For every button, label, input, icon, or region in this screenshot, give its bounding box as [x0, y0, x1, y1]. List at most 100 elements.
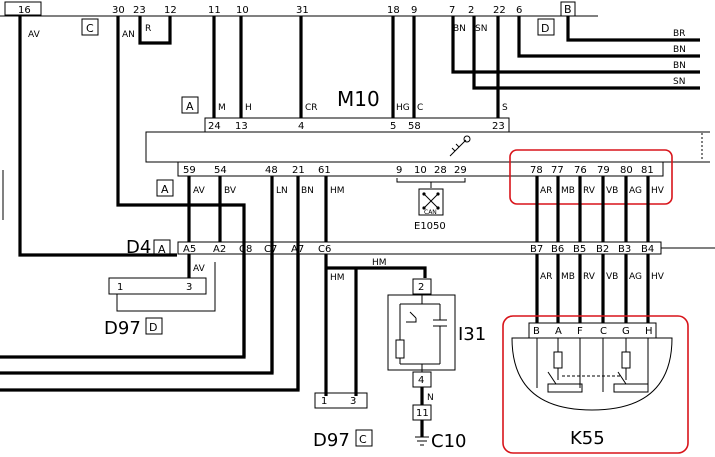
- d4-pin: B2: [596, 244, 609, 255]
- lower-pin: 79: [597, 165, 610, 176]
- wire-label: AG: [629, 186, 642, 196]
- k55-pin: B: [533, 326, 540, 337]
- k55-connector: [528, 322, 657, 339]
- m10-upper-connector: [204, 117, 510, 133]
- top-pin: 18: [387, 5, 400, 16]
- top-pin: 11: [208, 5, 221, 16]
- component-name-c10: C10: [431, 431, 466, 452]
- box-label: C: [359, 433, 367, 446]
- lower-pin: 80: [620, 165, 633, 176]
- i31-body: [387, 294, 456, 371]
- wire-label: LN: [276, 186, 288, 196]
- lower-pin: 59: [183, 165, 196, 176]
- module-name-m10: M10: [337, 87, 380, 111]
- wire-c8-left: [0, 260, 246, 359]
- m10-pin: 4: [298, 121, 304, 132]
- top-pin: 31: [296, 5, 309, 16]
- d4-pin: A7: [291, 244, 304, 255]
- d4-pin: A5: [183, 244, 196, 255]
- wire-label: AN: [122, 30, 135, 40]
- lower-pin: 28: [434, 165, 447, 176]
- wire-label: AV: [193, 186, 206, 196]
- box-label: A: [158, 243, 166, 256]
- wire-av-16: [18, 16, 177, 257]
- lower-pin: 61: [318, 165, 331, 176]
- wire-label: HM: [330, 186, 345, 196]
- connector-name-d4: D4: [126, 237, 151, 258]
- d4-pin: A2: [213, 244, 226, 255]
- can-label: CAN: [424, 209, 437, 216]
- box-label-frame: [81, 18, 99, 36]
- wire-label: SN: [475, 24, 487, 34]
- top-pin: 9: [411, 5, 417, 16]
- wire-label: AR: [540, 186, 552, 196]
- wire-label: BN: [453, 24, 466, 34]
- m10-pin: 58: [408, 121, 421, 132]
- output-label: BR: [673, 29, 685, 39]
- wire-label: HV: [651, 186, 665, 196]
- box-label-frame: [537, 18, 555, 36]
- d97-pin: 1: [117, 282, 123, 293]
- d97-upper-connector: [108, 277, 207, 295]
- d97-pin: 3: [350, 396, 356, 407]
- highlight-pins-78-81: [509, 149, 673, 205]
- lower-pin: 77: [551, 165, 564, 176]
- box-label: B: [564, 3, 572, 16]
- output-label: SN: [673, 77, 685, 87]
- output-label: BN: [673, 45, 686, 55]
- top-pin: 23: [133, 5, 146, 16]
- connector-name-d97: D97: [104, 318, 141, 339]
- top-pin: 12: [164, 5, 177, 16]
- box-label: D: [149, 321, 157, 334]
- k55-pin: G: [622, 326, 630, 337]
- can-bracket: [396, 178, 466, 183]
- box-label-frame: [156, 179, 174, 197]
- box-label: C: [86, 22, 94, 35]
- lower-pin: 9: [396, 165, 402, 176]
- m10-body: [145, 131, 710, 163]
- wire-label: BV: [224, 186, 237, 196]
- box-label: A: [186, 100, 194, 113]
- can-code: E1050: [414, 221, 446, 232]
- can-network-icon: [422, 192, 440, 210]
- k55-pin: H: [645, 326, 653, 337]
- wire-label: VB: [606, 186, 618, 196]
- wire-sn-2: [472, 16, 700, 90]
- d4-pin: C7: [264, 244, 277, 255]
- wire-label: AV: [28, 30, 41, 40]
- top-pin: 10: [236, 5, 249, 16]
- box-label-frame: [355, 429, 373, 447]
- wire-label: HM: [330, 273, 345, 283]
- k55-circuit: [536, 338, 649, 393]
- wire-label: M: [218, 103, 226, 113]
- i31-pin: 4: [418, 375, 424, 386]
- top-pin: 16: [18, 5, 31, 16]
- k55-pin: C: [600, 326, 607, 337]
- top-pin: 7: [449, 5, 455, 16]
- lower-pin: 78: [530, 165, 543, 176]
- wire-bn-6: [517, 16, 700, 58]
- ground-icon: [415, 436, 429, 446]
- wire-label: HM: [372, 258, 387, 268]
- d4-pin: B4: [641, 244, 654, 255]
- component-name-k55: K55: [570, 428, 605, 449]
- wire-label: H: [245, 103, 252, 113]
- link-pin: 11: [416, 408, 429, 419]
- d4-pin: B7: [530, 244, 543, 255]
- box-label: D: [541, 22, 549, 35]
- wire-label: VB: [606, 272, 618, 282]
- k55-pin: A: [555, 326, 562, 337]
- wire-label: AR: [540, 272, 552, 282]
- wire-label: RV: [583, 272, 596, 282]
- wire-label: S: [502, 103, 508, 113]
- wire-label: RV: [583, 186, 596, 196]
- box-label-frame: [153, 239, 171, 257]
- lower-pin: 10: [414, 165, 427, 176]
- m10-pin: 13: [235, 121, 248, 132]
- i31-pin-2-frame: [412, 278, 432, 295]
- wire-br-b: [566, 16, 700, 42]
- d4-pin: B3: [618, 244, 631, 255]
- lower-pin: 21: [292, 165, 305, 176]
- d4-pin: B5: [573, 244, 586, 255]
